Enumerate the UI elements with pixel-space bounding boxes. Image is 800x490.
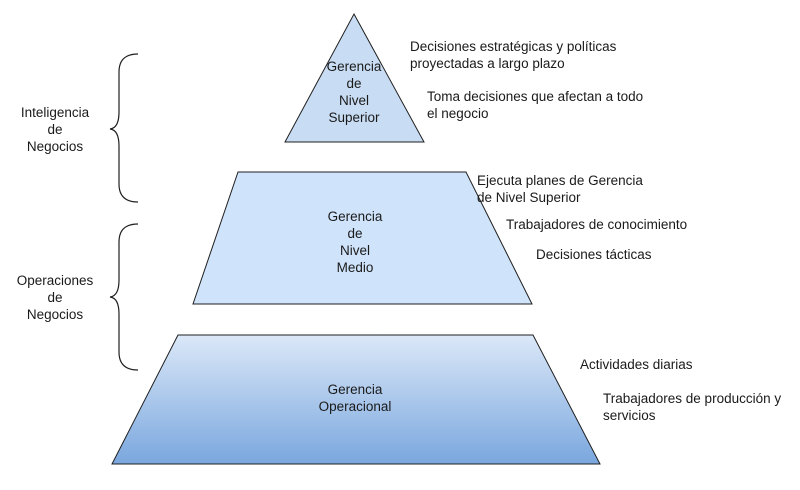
tier-middle-label-line: Nivel [339, 243, 370, 258]
tier-bottom-label: Gerencia Operacional [300, 381, 410, 415]
note-line: Trabajadores de producción y [603, 391, 782, 406]
tier-top-label-line: Superior [328, 110, 380, 125]
note-middle-2: Trabajadores de conocimiento [506, 216, 687, 233]
group-label-line: Operaciones [16, 273, 94, 288]
note-line: servicios [603, 408, 656, 423]
tier-middle-label-line: Gerencia [327, 209, 383, 224]
group-label-line: Negocios [26, 307, 84, 322]
group-label-line: Negocios [26, 139, 84, 154]
note-line: Decisiones tácticas [536, 247, 652, 262]
note-middle-3: Decisiones tácticas [536, 246, 652, 263]
note-top-1: Decisiones estratégicas y políticas proy… [410, 38, 616, 72]
note-bottom-2: Trabajadores de producción y servicios [603, 390, 781, 424]
tier-middle-shape [192, 171, 533, 305]
tier-bottom-label-line: Operacional [318, 399, 392, 414]
note-bottom-1: Actividades diarias [580, 356, 693, 373]
note-middle-1: Ejecuta planes de Gerencia de Nivel Supe… [477, 172, 643, 206]
note-line: Trabajadores de conocimiento [506, 217, 688, 232]
note-line: Toma decisiones que afectan a todo [427, 89, 644, 104]
tier-middle-label-line: de [347, 226, 363, 241]
tier-middle-label: Gerencia de Nivel Medio [305, 208, 405, 276]
tier-middle-label-line: Medio [336, 260, 374, 275]
tier-bottom-shape [111, 334, 601, 465]
tier-top-shape [284, 12, 425, 143]
tier-top-label: Gerencia de Nivel Superior [304, 58, 404, 126]
note-line: proyectadas a largo plazo [410, 56, 565, 71]
note-line: Actividades diarias [580, 357, 693, 372]
tier-top-label-line: de [346, 76, 362, 91]
group-operaciones-label: Operaciones de Negocios [5, 272, 105, 323]
tier-top-label-line: Gerencia [326, 59, 382, 74]
group-inteligencia-label: Inteligencia de Negocios [5, 104, 105, 155]
group-label-line: de [47, 122, 63, 137]
tier-top-label-line: Nivel [338, 93, 369, 108]
group-label-line: Inteligencia [20, 105, 90, 120]
note-line: de Nivel Superior [477, 190, 581, 205]
note-top-2: Toma decisiones que afectan a todo el ne… [427, 88, 643, 122]
tier-bottom-label-line: Gerencia [327, 382, 383, 397]
note-line: Decisiones estratégicas y políticas [410, 39, 617, 54]
bracket-operaciones [109, 223, 139, 371]
group-label-line: de [47, 290, 63, 305]
note-line: Ejecuta planes de Gerencia [477, 173, 643, 188]
bracket-inteligencia [109, 53, 139, 203]
note-line: el negocio [427, 106, 489, 121]
